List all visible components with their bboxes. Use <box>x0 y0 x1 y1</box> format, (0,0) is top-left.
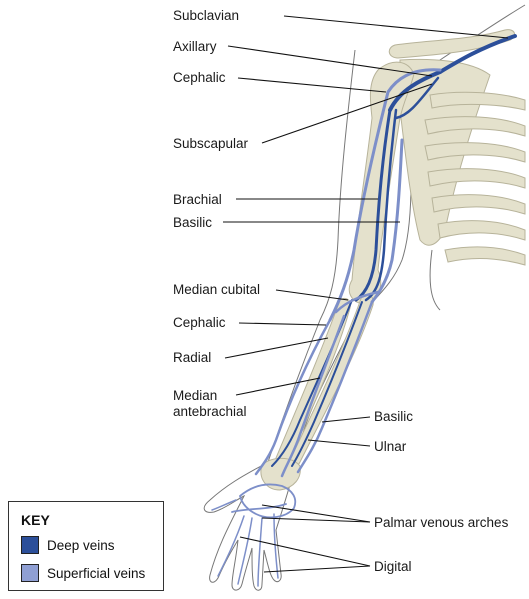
label-median-cubital: Median cubital <box>173 282 260 297</box>
basilic-vein-lower <box>296 300 374 474</box>
leader-palmar-2 <box>261 517 371 523</box>
label-cephalic-upper: Cephalic <box>173 70 226 85</box>
leader-axillary <box>227 45 433 77</box>
carpals <box>260 457 301 491</box>
ulnar-vein <box>291 301 363 467</box>
leader-subscapular <box>261 83 433 144</box>
deep-veins-swatch <box>21 536 39 554</box>
brachial-vein-2 <box>364 108 398 302</box>
label-palmar-arches: Palmar venous arches <box>374 515 509 530</box>
label-basilic-upper: Basilic <box>173 215 212 230</box>
digital-vein-1 <box>217 515 245 577</box>
label-basilic-lower: Basilic <box>374 409 413 424</box>
label-digital: Digital <box>374 559 412 574</box>
key-title: KEY <box>21 512 50 528</box>
leader-digital-1 <box>239 536 371 567</box>
leader-median-cubital <box>275 289 349 301</box>
leader-digital-2 <box>263 565 371 573</box>
leader-basilic-lower <box>321 416 371 423</box>
subclavian-vein <box>438 34 517 74</box>
brachial-vein <box>354 108 392 302</box>
label-radial: Radial <box>173 350 211 365</box>
leader-cephalic-upper <box>237 77 387 93</box>
median-antebrachial-vein <box>280 314 346 478</box>
label-cephalic-lower: Cephalic <box>173 315 226 330</box>
cephalic-vein-upper <box>328 68 442 322</box>
leader-lines <box>223 15 509 573</box>
digital-vein-3 <box>257 517 263 587</box>
superficial-veins <box>211 68 442 587</box>
palmar-venous-arch-2 <box>231 503 287 513</box>
leader-palmar-1 <box>261 504 371 523</box>
label-brachial: Brachial <box>173 192 222 207</box>
subscapular-vein <box>394 76 440 120</box>
digital-vein-2 <box>237 517 253 585</box>
basilic-vein-upper <box>370 138 404 304</box>
leader-radial <box>224 337 329 359</box>
cephalic-vein-lower <box>254 318 332 476</box>
superficial-veins-swatch <box>21 564 39 582</box>
digital-vein-4 <box>273 513 279 579</box>
key-item-superficial-veins: Superficial veins <box>21 564 145 582</box>
key-label-deep-veins: Deep veins <box>47 537 115 553</box>
label-subclavian: Subclavian <box>173 8 239 23</box>
labels: Subclavian Axillary Cephalic Subscapular… <box>173 8 509 574</box>
label-median-antebrachial-1: Median <box>173 388 217 403</box>
clavicle <box>388 29 516 59</box>
label-ulnar: Ulnar <box>374 439 407 454</box>
label-median-antebrachial-2: antebrachial <box>173 404 247 419</box>
ribs <box>424 91 526 266</box>
label-subscapular: Subscapular <box>173 136 249 151</box>
digital-vein-thumb <box>211 499 237 511</box>
axillary-vein <box>388 70 442 112</box>
leader-median-antebrachial <box>235 377 321 396</box>
key-item-deep-veins: Deep veins <box>21 536 115 554</box>
key-legend: KEY Deep veins Superficial veins <box>8 501 164 591</box>
leader-ulnar <box>307 439 371 447</box>
median-cubital-vein <box>334 290 380 314</box>
leader-cephalic-lower <box>238 322 327 326</box>
leader-subclavian <box>283 15 509 39</box>
palmar-venous-arch <box>239 483 297 519</box>
key-label-superficial-veins: Superficial veins <box>47 565 146 581</box>
skeleton <box>260 29 526 491</box>
label-axillary: Axillary <box>173 39 217 54</box>
